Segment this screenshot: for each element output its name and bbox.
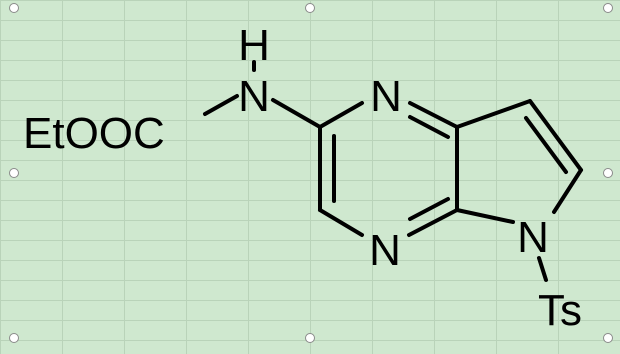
bond-npyr-ts	[537, 256, 548, 282]
atom-nh-n: N	[238, 72, 270, 121]
atom-n-pyrrole: N	[517, 213, 549, 262]
resize-handle-bottom-left[interactable]	[9, 333, 19, 343]
bond-c3a-n4	[407, 208, 459, 237]
atom-n-top: N	[370, 72, 402, 121]
bond-n1-c7a	[408, 101, 459, 129]
ester-label: EtOOC	[23, 109, 165, 158]
resize-handle-middle-left[interactable]	[9, 168, 19, 178]
bond-n4-c5	[318, 208, 364, 237]
resize-handle-bottom-right[interactable]	[603, 333, 613, 343]
resize-handle-middle-right[interactable]	[603, 168, 613, 178]
atom-n-bottom: N	[369, 226, 401, 275]
bond-c3-c2p	[528, 99, 583, 172]
resize-handle-top-right[interactable]	[603, 3, 613, 13]
bond-c2-n1	[318, 101, 364, 129]
bond-n-c2	[271, 98, 322, 129]
resize-handle-bottom-center[interactable]	[305, 333, 315, 343]
bond-npyr-c3a	[455, 208, 515, 224]
bonds	[203, 60, 583, 282]
resize-handle-top-left[interactable]	[9, 3, 19, 13]
atom-h: H	[238, 21, 270, 70]
resize-handle-top-center[interactable]	[305, 3, 315, 13]
tosyl-label: Ts	[538, 286, 582, 335]
bond-c2p-npyr	[552, 168, 583, 214]
bond-c7a-c3	[455, 99, 532, 129]
bond-c3a-n4-inner	[408, 197, 450, 221]
bond-c3-c2p-inner	[524, 116, 568, 174]
bond-ester-n	[203, 94, 239, 116]
bond-n1-c7a-inner	[408, 115, 450, 139]
